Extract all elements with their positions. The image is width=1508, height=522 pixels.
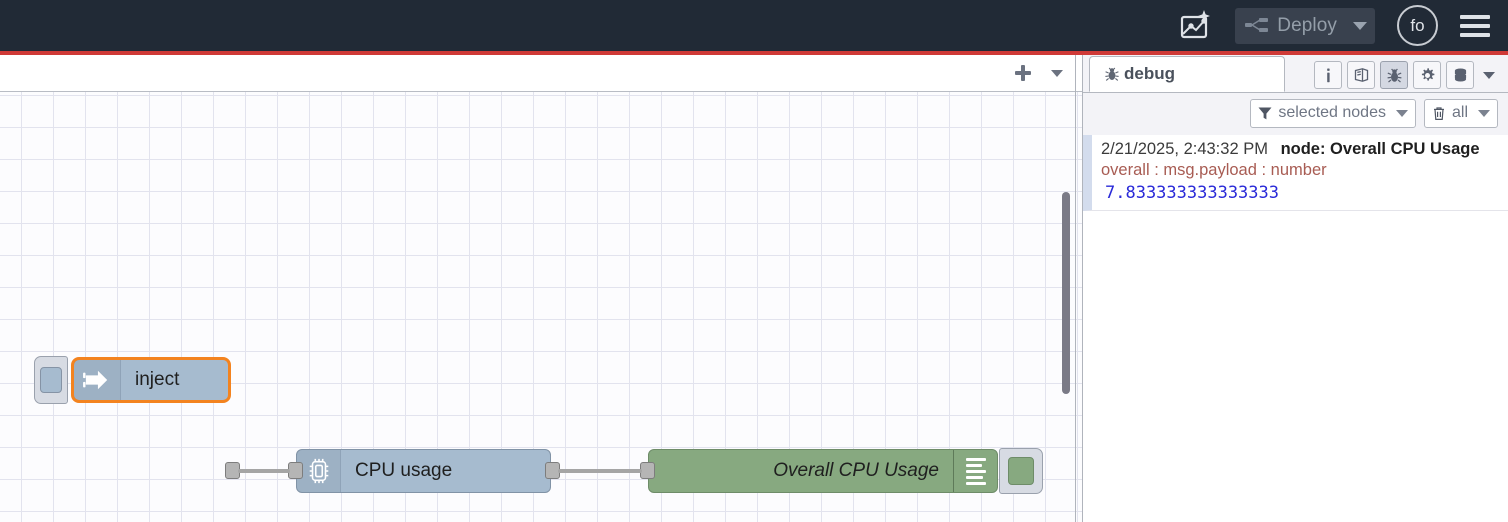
workspace-tabbar bbox=[0, 55, 1082, 92]
debug-bug-icon[interactable] bbox=[1380, 61, 1408, 89]
panel-divider[interactable] bbox=[1075, 55, 1076, 522]
bug-icon bbox=[1104, 66, 1120, 82]
microchip-icon bbox=[297, 450, 341, 492]
trash-icon bbox=[1432, 106, 1446, 121]
debug-message[interactable]: 2/21/2025, 2:43:32 PM node: Overall CPU … bbox=[1083, 135, 1508, 211]
debug-message-topic: overall : msg.payload : number bbox=[1101, 161, 1327, 179]
inject-arrow-icon bbox=[74, 360, 121, 400]
context-data-icon[interactable] bbox=[1446, 61, 1474, 89]
canvas-vertical-scrollbar[interactable] bbox=[1062, 192, 1070, 394]
debug-enable-button[interactable] bbox=[999, 448, 1043, 494]
flow-node-inject[interactable]: inject bbox=[71, 357, 231, 403]
debug-message-timestamp: 2/21/2025, 2:43:32 PM bbox=[1101, 140, 1268, 158]
inject-trigger-knob bbox=[40, 367, 62, 393]
flow-node-debug[interactable]: Overall CPU Usage bbox=[648, 449, 998, 493]
chevron-down-icon bbox=[1478, 109, 1490, 117]
deploy-flow-icon bbox=[1245, 17, 1271, 35]
debug-message-list[interactable]: 2/21/2025, 2:43:32 PM node: Overall CPU … bbox=[1083, 135, 1508, 522]
sidebar-tools-chevron-down-icon[interactable] bbox=[1478, 61, 1500, 89]
help-book-icon[interactable] bbox=[1347, 61, 1375, 89]
plus-icon[interactable] bbox=[1010, 60, 1036, 86]
chevron-down-icon[interactable] bbox=[1353, 21, 1367, 30]
sidebar-tabrow: debug bbox=[1083, 55, 1508, 93]
debug-message-value[interactable]: 7.833333333333333 bbox=[1105, 183, 1279, 203]
port-input-cpu[interactable] bbox=[288, 462, 303, 479]
flow-node-cpu-usage[interactable]: CPU usage bbox=[296, 449, 551, 493]
debug-message-node: node: Overall CPU Usage bbox=[1280, 140, 1480, 158]
debug-enable-knob bbox=[1008, 457, 1034, 485]
flow-canvas[interactable]: inject CPU usage Overall CPU Usage bbox=[0, 92, 1082, 522]
debug-message-meta: 2/21/2025, 2:43:32 PM node: Overall CPU … bbox=[1101, 140, 1503, 159]
hamburger-menu-icon[interactable] bbox=[1460, 10, 1490, 42]
clear-messages-dropdown[interactable]: all bbox=[1423, 98, 1498, 128]
config-gear-icon[interactable] bbox=[1413, 61, 1441, 89]
debug-filter-row: selected nodes all bbox=[1083, 93, 1508, 133]
avatar-initials: fo bbox=[1410, 15, 1425, 35]
flow-sparkle-icon[interactable] bbox=[1175, 6, 1215, 46]
wire-cpu-to-debug[interactable] bbox=[558, 469, 642, 473]
filter-nodes-label: selected nodes bbox=[1278, 104, 1386, 121]
node-label-debug: Overall CPU Usage bbox=[773, 460, 939, 481]
filter-nodes-dropdown[interactable]: selected nodes bbox=[1250, 98, 1416, 128]
deploy-label: Deploy bbox=[1277, 14, 1337, 36]
wire-inject-to-cpu[interactable] bbox=[238, 469, 290, 473]
avatar[interactable]: fo bbox=[1397, 5, 1438, 46]
sidebar-tool-buttons bbox=[1309, 61, 1508, 92]
node-label-cpu-usage: CPU usage bbox=[355, 460, 453, 481]
tab-menu-chevron-down-icon[interactable] bbox=[1044, 60, 1070, 86]
filter-icon bbox=[1258, 106, 1272, 121]
clear-messages-label: all bbox=[1451, 104, 1468, 121]
node-label-inject: inject bbox=[135, 369, 180, 390]
tab-debug-label: debug bbox=[1124, 64, 1175, 83]
port-input-debug[interactable] bbox=[640, 462, 655, 479]
tab-debug[interactable]: debug bbox=[1089, 56, 1285, 92]
app-header: Deploy fo bbox=[0, 0, 1508, 55]
inject-trigger-button[interactable] bbox=[34, 356, 68, 404]
chevron-down-icon bbox=[1395, 109, 1408, 117]
sidebar-panel: debug bbox=[1082, 55, 1508, 522]
debug-lines-icon bbox=[953, 450, 997, 492]
deploy-button[interactable]: Deploy bbox=[1235, 7, 1375, 44]
info-icon[interactable] bbox=[1314, 61, 1342, 89]
